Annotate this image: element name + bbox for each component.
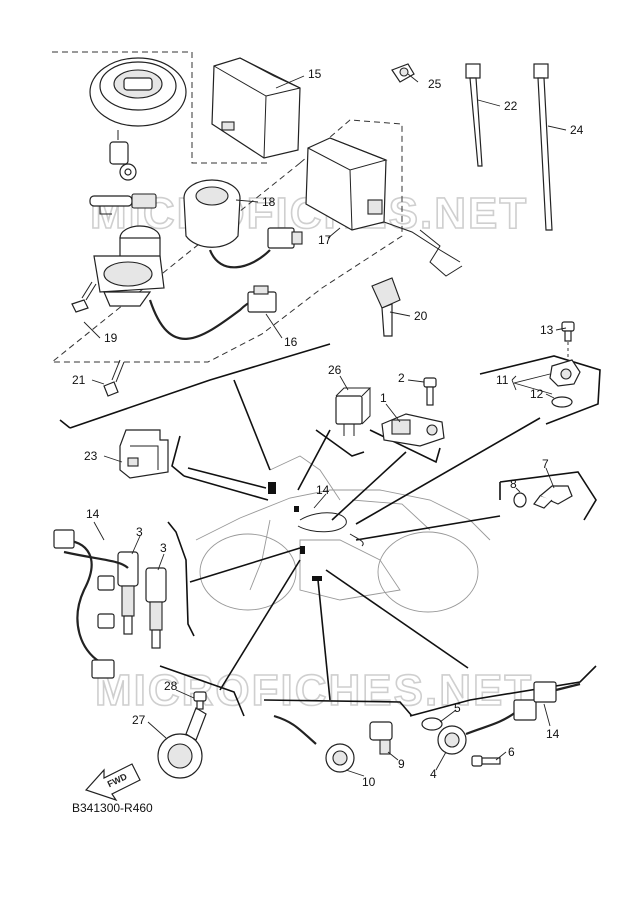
marker-1 (268, 482, 276, 494)
immobilizer-unit-icon (183, 179, 303, 269)
washer-8-icon (513, 492, 527, 508)
callout-27: 27 (132, 713, 146, 727)
watermark-bottom: MICROFICHES.NET (95, 666, 533, 715)
sub-harness-14-left-icon (53, 529, 129, 679)
callout-6: 6 (508, 745, 515, 759)
sensor-3a-icon (117, 551, 139, 635)
callout-12: 12 (530, 387, 544, 401)
sensor-7-icon (533, 485, 573, 509)
bolt-19-icon (71, 281, 97, 313)
callout-26: 26 (328, 363, 342, 377)
group-outline-bottom-left (159, 665, 245, 717)
callout-7: 7 (542, 457, 549, 471)
bolt-2-icon (423, 377, 437, 406)
bracket-icon (119, 429, 169, 479)
switch-9-icon (369, 721, 393, 755)
bolt-21-icon (103, 359, 125, 397)
callout-3a: 3 (136, 525, 143, 539)
callout-14-left: 14 (86, 507, 100, 521)
callout-19: 19 (104, 331, 118, 345)
bolt-13-icon (561, 321, 575, 362)
bolt-28-icon (193, 691, 207, 710)
main-switch-icon (93, 225, 165, 307)
bolt-6-icon (471, 755, 501, 767)
marker-4 (312, 576, 322, 581)
callout-15: 15 (308, 67, 322, 81)
callout-13: 13 (540, 323, 554, 337)
callout-5: 5 (454, 701, 461, 715)
callout-2: 2 (398, 371, 405, 385)
callout-25: 25 (428, 77, 442, 91)
callouts: 15 25 22 24 18 17 16 20 19 21 23 26 2 1 … (72, 67, 584, 789)
group-outline-left-sensors (167, 521, 195, 637)
callout-11: 11 (496, 373, 509, 387)
cable-tie-short-icon (465, 63, 483, 167)
callout-20: 20 (414, 309, 428, 323)
sensor-10-icon (273, 714, 355, 773)
cable-tie-long-icon (533, 63, 553, 231)
group-outline-top-left (59, 343, 331, 429)
group-outline-mid-right (499, 471, 597, 521)
callout-14-main: 14 (316, 483, 330, 497)
callout-10: 10 (362, 775, 376, 789)
sensor-1-icon (381, 413, 445, 447)
callout-8: 8 (510, 477, 517, 491)
callout-24: 24 (570, 123, 584, 137)
callout-16: 16 (284, 335, 298, 349)
horn-icon (157, 707, 207, 779)
fuel-tank-cap-icon (89, 57, 187, 127)
callout-leaders (83, 73, 567, 777)
group-outline-top-mid (315, 429, 365, 457)
lock-cylinder-icon (109, 130, 137, 181)
control-unit-icon (305, 137, 463, 277)
callout-4: 4 (430, 767, 437, 781)
callout-18: 18 (262, 195, 276, 209)
group-outline-left (171, 435, 269, 501)
callout-3b: 3 (160, 541, 167, 555)
harness-loop (297, 512, 347, 533)
callout-23: 23 (84, 449, 98, 463)
callout-17: 17 (318, 233, 332, 247)
sensor-11-icon (549, 359, 581, 387)
callout-1: 1 (380, 391, 387, 405)
harness-hook (349, 533, 364, 547)
motorcycle-outline (195, 455, 491, 613)
ignition-set-outline (50, 51, 403, 363)
sensor-3b-icon (145, 567, 167, 649)
callout-28: 28 (164, 679, 178, 693)
connector-14-icon (513, 681, 581, 721)
callout-9: 9 (398, 757, 405, 771)
callout-21: 21 (72, 373, 86, 387)
group-outline-top-right (479, 355, 601, 425)
ecu-unit-icon (211, 57, 301, 159)
marker-3 (300, 546, 305, 554)
callout-14-right: 14 (546, 727, 560, 741)
sensor-4-icon (437, 711, 517, 755)
clip-icon (391, 63, 415, 83)
fwd-direction-arrow: FWD (84, 763, 141, 802)
key-blank-icon (371, 277, 401, 337)
marker-2 (294, 506, 299, 512)
group-outline-bottom-mid (263, 699, 413, 717)
o-ring-5-icon (421, 717, 443, 731)
relay-icon (335, 387, 372, 436)
switch-harness-wire (148, 285, 277, 340)
harness-leaders (187, 379, 541, 701)
callout-22: 22 (504, 99, 518, 113)
key-icon (89, 193, 157, 215)
group-outline-bottom-right (409, 665, 597, 717)
o-ring-12-icon (551, 396, 573, 408)
reference-code: B341300-R460 (72, 801, 153, 815)
